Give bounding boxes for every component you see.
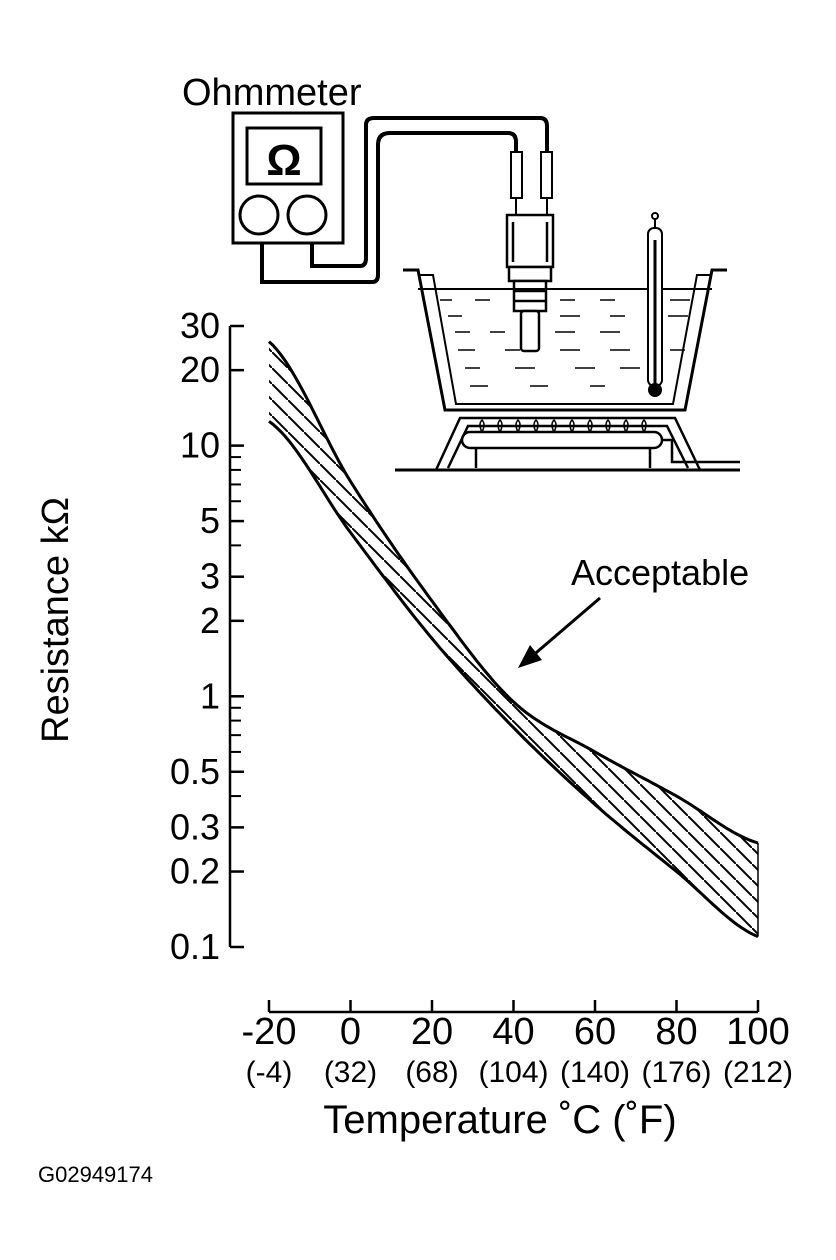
x-tick-label-f: (140) xyxy=(560,1056,630,1089)
x-tick-label-c: -20 xyxy=(242,1011,297,1053)
y-tick-label: 0.2 xyxy=(170,851,220,892)
temperature-sensor xyxy=(505,213,555,353)
acceptable-band xyxy=(269,341,758,937)
y-tick-label: 30 xyxy=(180,305,220,346)
figure-id: G02949174 xyxy=(38,1162,153,1187)
x-tick-label-f: (212) xyxy=(723,1056,793,1089)
x-tick-label-c: 60 xyxy=(574,1011,616,1053)
burner-stove xyxy=(395,416,740,472)
x-tick-label-c: 20 xyxy=(411,1011,453,1053)
x-tick-label-f: (104) xyxy=(478,1056,548,1089)
x-tick-label-c: 0 xyxy=(340,1011,361,1053)
lower-limit-line xyxy=(268,420,759,938)
x-tick-label-f: (-4) xyxy=(246,1056,293,1089)
x-tick-label-c: 80 xyxy=(655,1011,697,1053)
y-axis-label: Resistance kΩ xyxy=(35,497,77,743)
y-tick-label: 0.5 xyxy=(170,751,220,792)
ohmmeter-icon: Ω xyxy=(231,111,345,245)
y-tick-label: 3 xyxy=(200,556,220,597)
test-setup-illustration: Ohmmeter Ω xyxy=(182,72,740,472)
test-leads xyxy=(260,116,553,284)
y-tick-label: 2 xyxy=(200,600,220,641)
acceptable-arrow xyxy=(518,596,601,668)
y-tick-label: 0.3 xyxy=(170,806,220,847)
ohmmeter-label: Ohmmeter xyxy=(182,72,362,114)
x-tick-label-c: 100 xyxy=(726,1011,789,1053)
x-tick-label-f: (68) xyxy=(405,1056,458,1089)
y-tick-label: 10 xyxy=(180,425,220,466)
y-tick-label: 0.1 xyxy=(170,926,220,967)
y-tick-label: 1 xyxy=(200,675,220,716)
y-tick-label: 5 xyxy=(200,500,220,541)
water-pot xyxy=(403,268,727,412)
x-tick-label-f: (176) xyxy=(641,1056,711,1089)
x-axis-label: Temperature ˚C (˚F) xyxy=(323,1098,676,1142)
x-ticks: -20(-4) 0(32) 20(68) 40(104) 60(140) 80(176) 1… xyxy=(242,1000,793,1089)
acceptable-label: Acceptable xyxy=(571,552,749,593)
ohm-symbol: Ω xyxy=(266,136,301,185)
thermometer-icon xyxy=(647,212,663,397)
x-tick-label-c: 40 xyxy=(492,1011,534,1053)
acceptable-band-layer xyxy=(267,340,759,938)
upper-limit-line xyxy=(267,340,759,845)
x-tick-label-f: (32) xyxy=(324,1056,377,1089)
y-tick-label: 20 xyxy=(180,349,220,390)
